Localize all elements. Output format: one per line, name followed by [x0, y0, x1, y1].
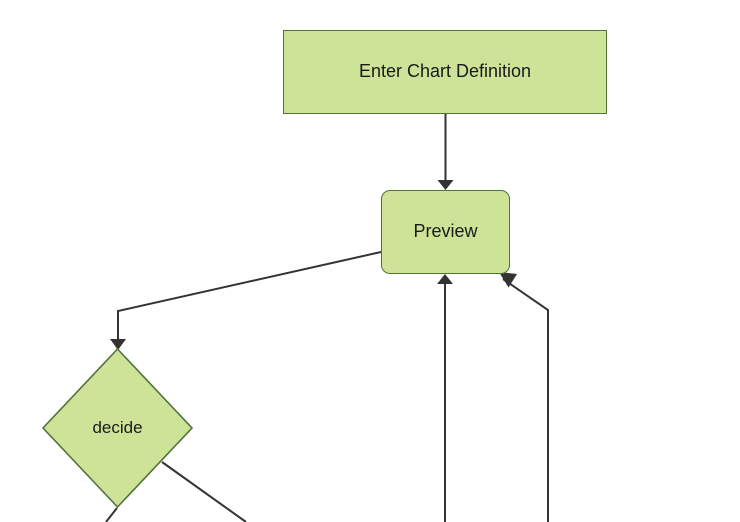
arrow-head-icon [499, 272, 517, 288]
arrow-head-icon [437, 274, 453, 284]
node-label: Enter Chart Definition [358, 61, 532, 82]
edge-preview-to-decide [110, 251, 382, 350]
edge-path [161, 461, 247, 522]
edge-enter-to-preview [437, 114, 454, 190]
node-preview[interactable]: Preview [381, 190, 510, 274]
edge-into-preview-diagonal [499, 272, 549, 522]
diamond-shape [41, 347, 194, 509]
arrow-head-icon [437, 180, 454, 190]
edge-path [502, 278, 549, 522]
edge-decide-out-right [161, 461, 247, 522]
diamond-shape-svg [41, 347, 194, 509]
node-label: Preview [413, 221, 478, 242]
arrow-head-icon [110, 339, 126, 350]
node-decide[interactable]: decide [41, 347, 194, 509]
edge-path [117, 251, 382, 339]
edge-path [105, 507, 118, 522]
edge-into-preview-vertical [437, 274, 453, 522]
edge-decide-out-bottom [105, 507, 118, 522]
node-enter-chart-definition[interactable]: Enter Chart Definition [283, 30, 607, 114]
